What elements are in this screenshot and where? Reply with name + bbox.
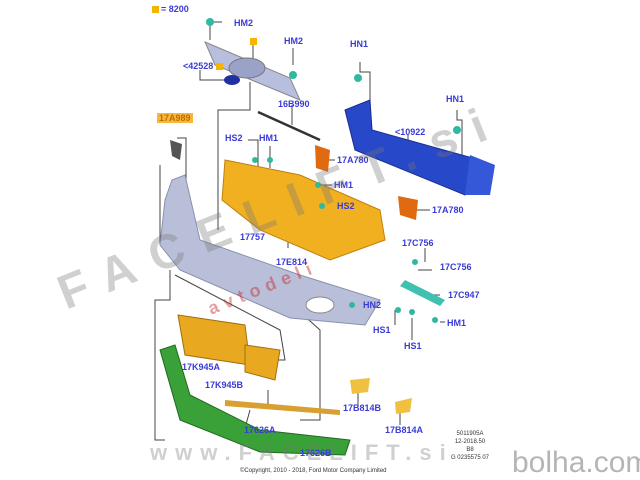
watermark-bolha: bolha.com: [512, 446, 640, 479]
square-icon: [215, 63, 223, 71]
part-label[interactable]: HN2: [363, 300, 382, 310]
part-label[interactable]: 16B990: [278, 99, 310, 109]
part-label[interactable]: HM1: [447, 318, 467, 328]
part-label[interactable]: 17K945A: [182, 362, 221, 372]
legend-text: = 8200: [161, 4, 189, 14]
part-label[interactable]: 17A780: [337, 155, 369, 165]
part-label[interactable]: HN1: [350, 39, 369, 49]
watermark-bottom: www.FACELIFT.si: [150, 440, 454, 465]
part-label[interactable]: HS1: [404, 341, 422, 351]
part-label[interactable]: HN1: [446, 94, 465, 104]
part-number: <42528: [183, 61, 214, 71]
part-label[interactable]: <42528: [183, 61, 225, 71]
diagram-info: 5011905A 12-2018.50 B8 G 0235575 07: [440, 430, 500, 462]
part-label[interactable]: 17626B: [300, 448, 332, 458]
legend-square-icon: [152, 6, 159, 14]
part-label[interactable]: 17C947: [448, 290, 480, 300]
part-label[interactable]: HS1: [373, 325, 391, 335]
part-label[interactable]: HM2: [234, 18, 254, 28]
part-label[interactable]: 17C756: [402, 238, 434, 248]
info-line: G 0235575 07: [450, 455, 490, 461]
info-line: B8: [466, 447, 474, 453]
part-label[interactable]: 17A780: [432, 205, 464, 215]
part-label[interactable]: 17757: [240, 232, 266, 242]
grille-part: [204, 41, 301, 101]
info-line: 5011905A: [456, 431, 484, 437]
part-label[interactable]: 17K945B: [205, 380, 244, 390]
part-label[interactable]: 17626A: [244, 425, 276, 435]
part-label[interactable]: HM1: [334, 180, 354, 190]
part-label[interactable]: 17B814A: [385, 425, 424, 435]
part-label[interactable]: 17E814: [276, 257, 308, 267]
bumper-beam-part: [344, 99, 495, 196]
part-label[interactable]: 17A989: [157, 113, 193, 123]
part-label[interactable]: HM1: [259, 133, 279, 143]
part-label[interactable]: <10922: [395, 127, 426, 137]
part-label[interactable]: 17B814B: [343, 403, 382, 413]
legend: = 8200: [152, 4, 189, 14]
part-label[interactable]: 17C756: [440, 262, 472, 272]
copyright: ©Copyright, 2010 - 2018, Ford Motor Comp…: [240, 468, 387, 474]
part-label[interactable]: HS2: [337, 201, 355, 211]
part-label[interactable]: HM2: [284, 36, 304, 46]
part-label[interactable]: HS2: [225, 133, 243, 143]
info-line: 12-2018.50: [454, 439, 486, 445]
